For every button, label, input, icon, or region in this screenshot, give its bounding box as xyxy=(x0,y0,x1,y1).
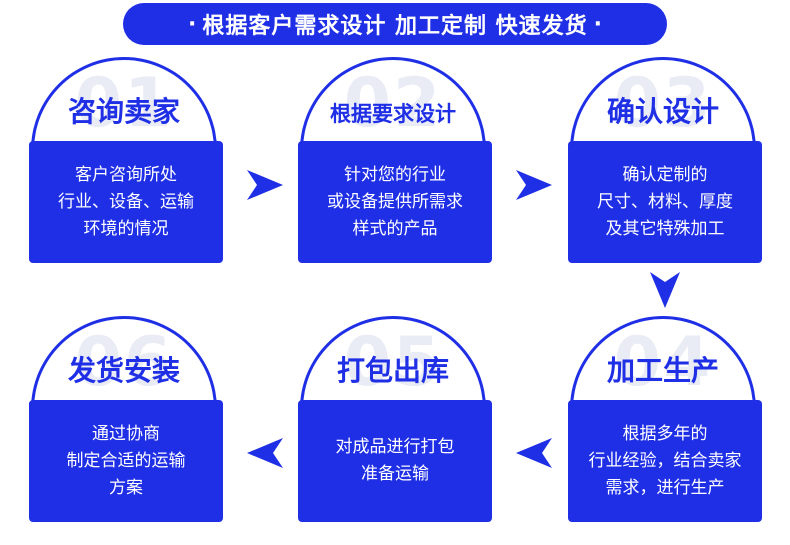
step-card-01: 01 咨询卖家 客户咨询所处 行业、设备、运输 环境的情况 xyxy=(29,57,223,263)
step-description-line: 行业经验，结合卖家 xyxy=(588,450,742,471)
step-number-watermark: 02 xyxy=(343,64,443,143)
step-description-line: 方案 xyxy=(109,477,143,498)
step-description-line: 制定合适的运输 xyxy=(66,450,186,471)
arrow-left-icon xyxy=(516,438,552,468)
step-card-02: 02 根据要求设计 针对您的行业 或设备提供所需求 样式的产品 xyxy=(298,57,492,263)
top-banner: · 根据客户需求设计 加工定制 快速发货 · xyxy=(123,3,667,45)
step-description-box: 确认定制的 尺寸、材料、厚度 及其它特殊加工 xyxy=(568,141,762,263)
step-description-line: 通过协商 xyxy=(92,423,160,444)
step-card-05: 05 打包出库 对成品进行打包 准备运输 xyxy=(298,316,492,522)
arrow-left-icon xyxy=(247,438,283,468)
step-description-line: 确认定制的 xyxy=(622,164,708,185)
step-description-box: 根据多年的 行业经验，结合卖家 需求，进行生产 xyxy=(568,400,762,522)
step-description-line: 及其它特殊加工 xyxy=(605,218,725,239)
arrow-right-icon xyxy=(247,170,283,200)
step-number-watermark: 06 xyxy=(74,323,174,402)
step-title: 咨询卖家 xyxy=(67,95,180,128)
step-card-04: 04 加工生产 根据多年的 行业经验，结合卖家 需求，进行生产 xyxy=(568,316,762,522)
step-description-box: 通过协商 制定合适的运输 方案 xyxy=(29,400,223,522)
step-number-watermark: 05 xyxy=(343,323,443,402)
step-number-watermark: 01 xyxy=(74,64,174,143)
step-description-line: 准备运输 xyxy=(361,464,429,484)
step-number-watermark: 04 xyxy=(613,323,713,402)
step-description-line: 根据多年的 xyxy=(622,423,708,444)
step-number-watermark: 03 xyxy=(613,64,713,143)
step-description-box: 对成品进行打包 准备运输 xyxy=(298,400,492,522)
step-title: 根据要求设计 xyxy=(330,102,456,126)
step-arch: 05 打包出库 xyxy=(300,316,486,416)
step-description-line: 环境的情况 xyxy=(83,218,169,239)
step-description-line: 或设备提供所需求 xyxy=(327,191,463,212)
step-arch: 04 加工生产 xyxy=(570,316,756,416)
step-card-06: 06 发货安装 通过协商 制定合适的运输 方案 xyxy=(29,316,223,522)
step-title: 加工生产 xyxy=(606,354,719,387)
step-description-line: 客户咨询所处 xyxy=(75,164,177,185)
step-description-line: 针对您的行业 xyxy=(344,164,446,185)
arrow-down-icon xyxy=(650,272,680,308)
step-title: 确认设计 xyxy=(606,95,719,128)
step-arch: 01 咨询卖家 xyxy=(31,57,217,157)
step-card-03: 03 确认设计 确认定制的 尺寸、材料、厚度 及其它特殊加工 xyxy=(568,57,762,263)
banner-dot-left: · xyxy=(187,11,197,37)
step-arch: 06 发货安装 xyxy=(31,316,217,416)
step-description-line: 尺寸、材料、厚度 xyxy=(597,191,733,212)
step-arch: 03 确认设计 xyxy=(570,57,756,157)
step-description-box: 客户咨询所处 行业、设备、运输 环境的情况 xyxy=(29,141,223,263)
step-title: 打包出库 xyxy=(336,354,449,387)
step-description-line: 样式的产品 xyxy=(352,218,438,239)
step-description-line: 对成品进行打包 xyxy=(335,437,455,457)
banner-dot-right: · xyxy=(593,11,603,37)
arrow-right-icon xyxy=(516,170,552,200)
banner-text: 根据客户需求设计 加工定制 快速发货 xyxy=(202,14,588,39)
step-description-box: 针对您的行业 或设备提供所需求 样式的产品 xyxy=(298,141,492,263)
step-description-line: 行业、设备、运输 xyxy=(58,191,194,212)
step-description-line: 需求，进行生产 xyxy=(605,477,725,498)
step-title: 发货安装 xyxy=(67,354,180,387)
